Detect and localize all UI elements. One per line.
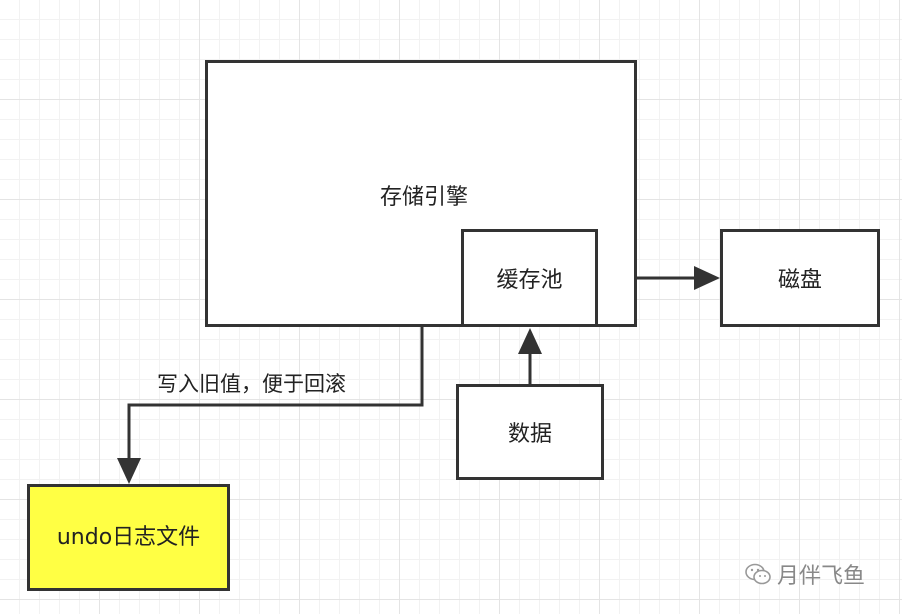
edge-label-write-old-value: 写入旧值，便于回滚: [157, 372, 346, 396]
disk-label: 磁盘: [777, 268, 822, 293]
watermark-text: 月伴飞鱼: [777, 564, 866, 589]
undo-log-file-box: undo日志文件: [27, 484, 230, 591]
arrow-engine-to-undo: [127, 327, 424, 462]
undo-log-file-label: undo日志文件: [56, 524, 201, 550]
arrowhead-disk: [694, 266, 720, 290]
buffer-pool-label: 缓存池: [496, 268, 563, 293]
wechat-icon: [745, 563, 771, 585]
buffer-pool-box: 缓存池: [461, 229, 598, 327]
data-label: 数据: [507, 422, 552, 447]
disk-box: 磁盘: [720, 229, 880, 327]
watermark: 月伴飞鱼: [745, 558, 865, 590]
storage-engine-label: 存储引擎: [379, 185, 468, 210]
arrowhead-undo: [117, 458, 141, 484]
data-box: 数据: [456, 384, 604, 480]
arrowhead-bufferpool: [518, 328, 542, 354]
